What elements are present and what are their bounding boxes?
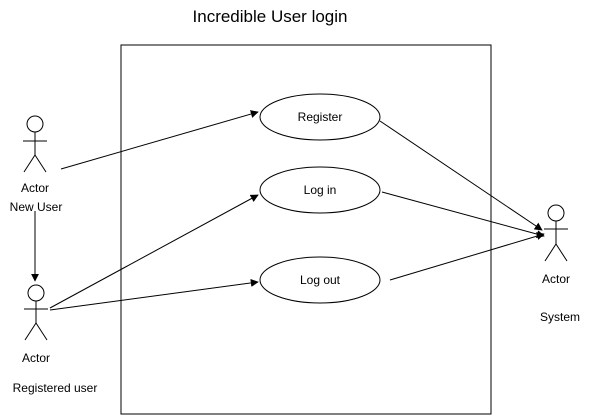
use-case-register[interactable]: Register <box>259 93 381 141</box>
use-case-register-label: Register <box>298 110 343 124</box>
assoc-login-system <box>381 191 545 238</box>
actor-head <box>26 115 44 133</box>
actor-new-user[interactable] <box>23 115 47 173</box>
assoc-register-system <box>379 120 543 231</box>
diagram-title: Incredible User login <box>193 7 348 26</box>
actor-new-user-type-label: Actor <box>21 181 49 195</box>
use-case-login[interactable]: Log in <box>259 166 381 214</box>
actor-head <box>547 204 565 222</box>
use-case-logout-label: Log out <box>300 273 341 287</box>
assoc-new-user-register <box>60 110 259 170</box>
actor-registered-user-type-label: Actor <box>22 351 50 365</box>
assoc-logout-system <box>389 232 545 281</box>
actor-new-user-role-label: New User <box>10 200 63 214</box>
actor-system-role-label: System <box>540 310 580 324</box>
actor-registered-user-role-label: Registered user <box>13 381 98 395</box>
assoc-registered-user-logout <box>49 278 259 311</box>
actor-registered-user[interactable] <box>24 284 48 341</box>
actor-system[interactable] <box>544 204 568 262</box>
use-case-logout[interactable]: Log out <box>259 256 381 304</box>
use-case-login-label: Log in <box>304 183 337 197</box>
assoc-registered-user-login <box>49 194 259 309</box>
actor-head <box>27 284 45 302</box>
actor-system-type-label: Actor <box>542 272 570 286</box>
system-boundary <box>120 44 492 415</box>
